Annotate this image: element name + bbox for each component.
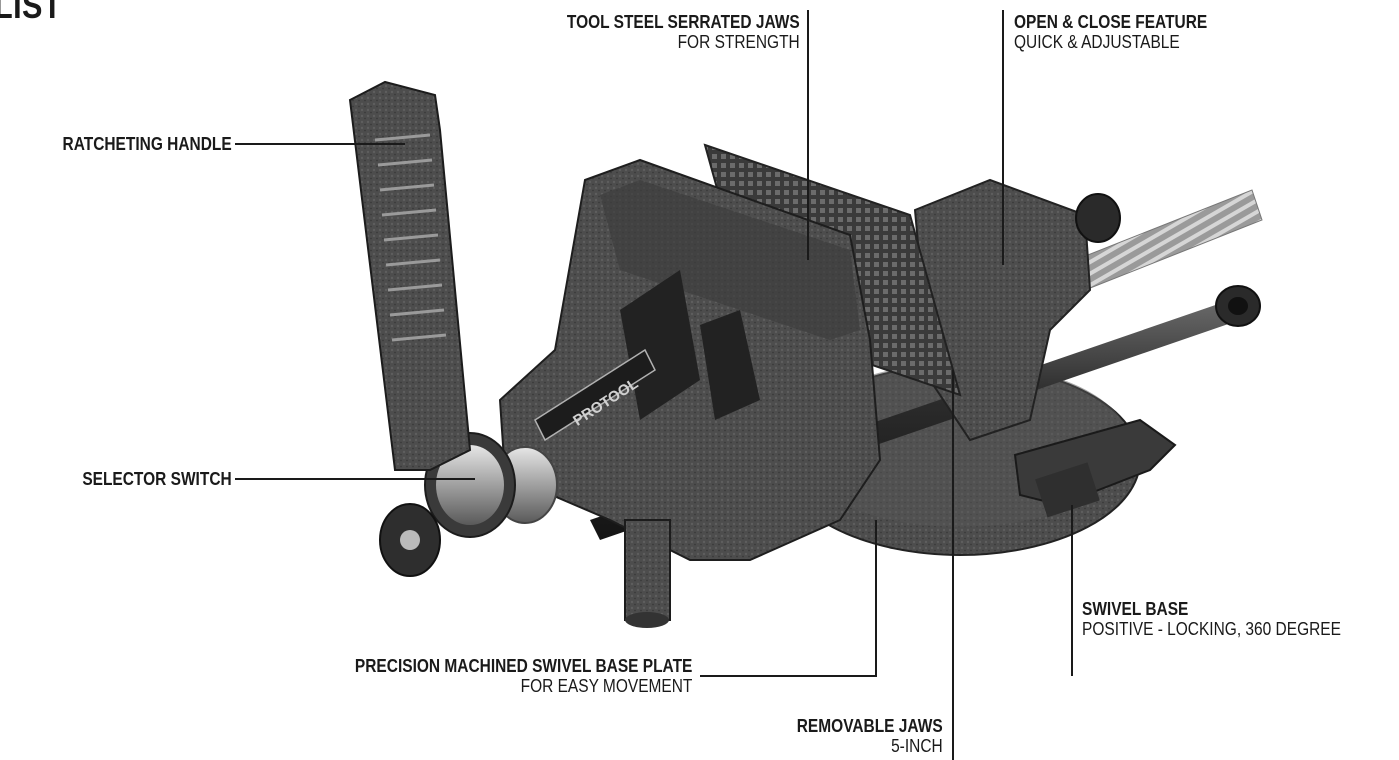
callout-head: SWIVEL BASE bbox=[1082, 599, 1189, 619]
callout-base-plate: PRECISION MACHINED SWIVEL BASE PLATE FOR… bbox=[355, 656, 692, 696]
leader-lines bbox=[235, 10, 1073, 760]
rear-jaw-body bbox=[913, 178, 1121, 442]
callout-sub: FOR STRENGTH bbox=[677, 32, 800, 52]
callout-serrated-jaws: TOOL STEEL SERRATED JAWS FOR STRENGTH bbox=[567, 12, 800, 52]
ratchet-hub bbox=[379, 432, 558, 577]
callout-head: REMOVABLE JAWS bbox=[797, 716, 943, 736]
callout-sub: 5-INCH bbox=[891, 736, 943, 756]
callout-head: TOOL STEEL SERRATED JAWS bbox=[567, 12, 800, 32]
callout-head: PRECISION MACHINED SWIVEL BASE PLATE bbox=[354, 656, 692, 676]
mounting-post bbox=[624, 519, 671, 628]
callout-head: RATCHETING HANDLE bbox=[62, 134, 232, 154]
ratcheting-handle bbox=[348, 80, 472, 471]
leader-base-plate bbox=[700, 520, 877, 677]
main-vise-body bbox=[498, 158, 882, 561]
callout-sub: POSITIVE - LOCKING, 360 DEGREE bbox=[1082, 619, 1341, 639]
callout-head: SELECTOR SWITCH bbox=[82, 469, 232, 489]
callout-swivel-base: SWIVEL BASE POSITIVE - LOCKING, 360 DEGR… bbox=[1082, 599, 1341, 639]
callout-head: OPEN & CLOSE FEATURE bbox=[1014, 12, 1208, 32]
callout-ratcheting-handle: RATCHETING HANDLE bbox=[63, 134, 232, 154]
callout-sub: QUICK & ADJUSTABLE bbox=[1014, 32, 1180, 52]
callout-selector-switch: SELECTOR SWITCH bbox=[83, 469, 232, 489]
callout-removable-jaws: REMOVABLE JAWS 5-INCH bbox=[797, 716, 943, 756]
swivel-lock-lever bbox=[1013, 418, 1177, 518]
callout-sub: FOR EASY MOVEMENT bbox=[520, 676, 692, 696]
page-title: LIST bbox=[0, 0, 62, 26]
callout-open-close: OPEN & CLOSE FEATURE QUICK & ADJUSTABLE bbox=[1014, 12, 1207, 52]
